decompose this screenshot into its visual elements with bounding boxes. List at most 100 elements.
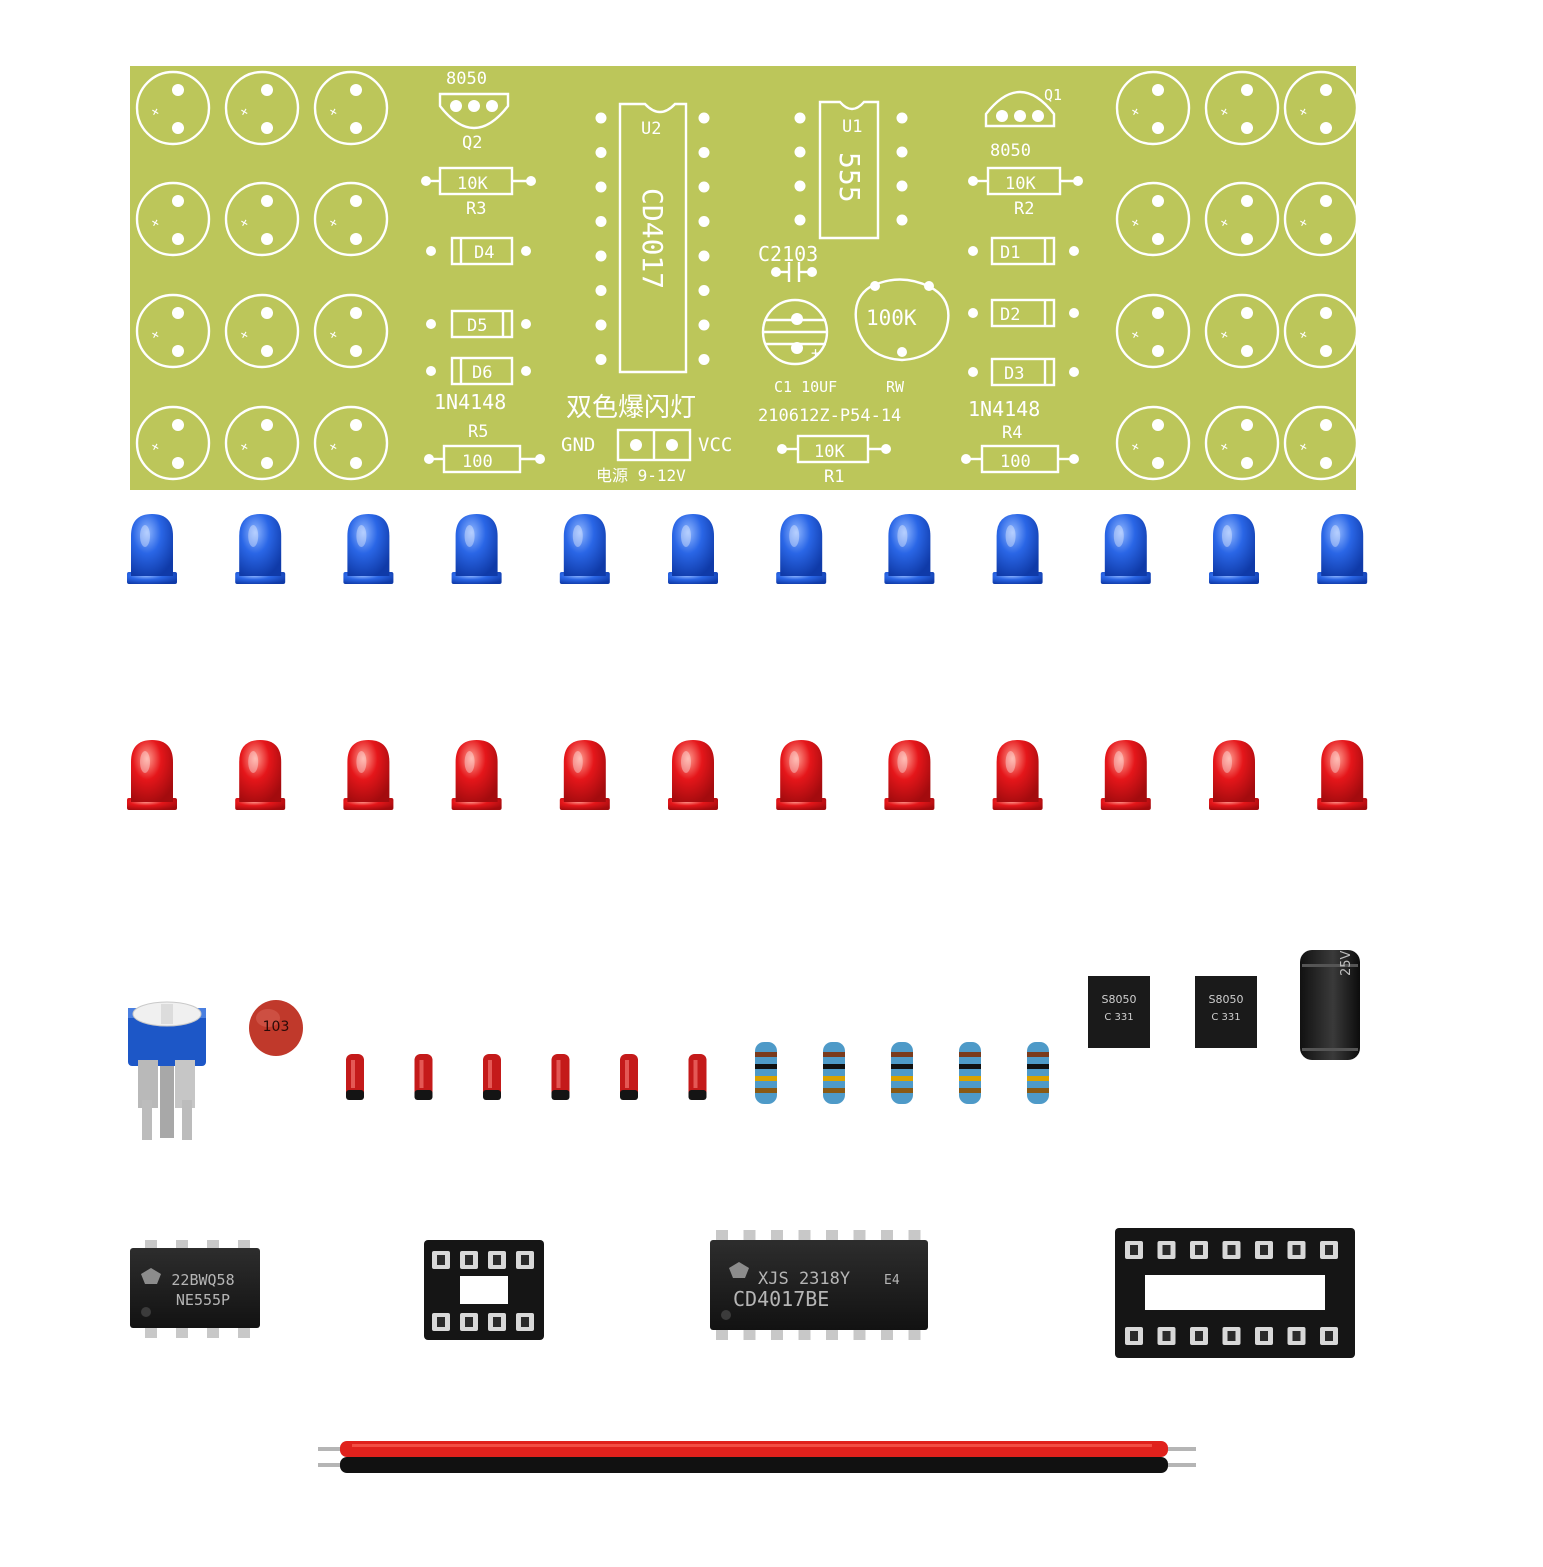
u1-chip-label: 555	[833, 152, 866, 203]
d1-footprint: D1	[968, 236, 1079, 266]
d2-footprint: D2	[968, 298, 1079, 328]
resistor-icon	[891, 988, 913, 1162]
led-blue-icon	[884, 514, 935, 700]
led-blue-icon	[127, 514, 177, 700]
red-led-row	[127, 740, 1368, 926]
resistor-row	[755, 988, 1049, 1162]
r5-footprint: R5 100	[424, 422, 545, 474]
u2-pin-hole	[698, 112, 710, 124]
d6-label: D6	[472, 363, 492, 383]
diode-icon	[551, 988, 570, 1162]
u2-pin-hole	[595, 354, 607, 365]
u1-label: U1	[842, 117, 862, 137]
transistor-2-top: S8050	[1209, 993, 1244, 1006]
led-blue-icon	[1317, 514, 1368, 700]
svg-text:+: +	[811, 344, 820, 362]
electrolytic-voltage: 25V	[1339, 950, 1354, 976]
r3-label: R3	[466, 199, 486, 219]
r1-footprint: 10K R1	[777, 434, 891, 487]
u2-footprint: U2 CD4017	[595, 102, 710, 374]
ne555-chip-icon: 22BWQ58 NE555P	[130, 1240, 260, 1338]
d3-label: D3	[1004, 364, 1024, 384]
u1-footprint: U1 555	[794, 100, 908, 240]
d4-label: D4	[474, 243, 494, 263]
led-red-icon	[451, 740, 502, 926]
r4-label: R4	[1002, 423, 1022, 443]
transistor-1-top: S8050	[1102, 993, 1137, 1006]
ceramic-capacitor-icon: 103	[249, 1000, 303, 1148]
vcc-label: VCC	[698, 434, 732, 456]
u2-pin-hole	[595, 285, 607, 296]
diode-icon	[620, 988, 638, 1162]
r2-label: R2	[1014, 199, 1034, 219]
transistor-icon-2: S8050 C 331	[1195, 976, 1257, 1176]
diode-type-right: 1N4148	[968, 397, 1040, 421]
led-pad: +	[1204, 70, 1280, 146]
led-red-icon	[235, 740, 286, 926]
u2-pin-hole	[595, 216, 607, 227]
u2-pin-hole	[595, 112, 607, 124]
led-red-icon	[1100, 740, 1151, 926]
diode-icon	[414, 988, 433, 1162]
u2-pin-hole	[698, 285, 710, 296]
led-red-icon	[1317, 740, 1368, 926]
cd4017-chip-icon: XJS 2318Y E4 CD4017BE	[710, 1230, 928, 1340]
power-wire-icon	[318, 1441, 1196, 1473]
r3-footprint: 10K R3	[421, 166, 536, 219]
u2-pin-hole	[698, 354, 710, 365]
led-pad: +	[313, 181, 389, 257]
r4-footprint: R4 100	[961, 423, 1079, 474]
led-red-icon	[668, 740, 718, 926]
u1-pin-hole	[896, 180, 908, 192]
r5-value: 100	[462, 452, 493, 472]
q2-top-label: 8050	[446, 69, 487, 89]
board-title: 双色爆闪灯	[566, 393, 696, 423]
rw-footprint: 100K RW	[854, 278, 950, 396]
u1-pin-hole	[896, 112, 908, 124]
d5-label: D5	[467, 316, 487, 336]
cd4017-line2: CD4017BE	[733, 1287, 829, 1311]
u1-pin-hole	[896, 146, 908, 158]
resistor-icon	[823, 988, 845, 1162]
trimmer-pot-icon	[128, 1001, 206, 1140]
q2-footprint: 8050 Q2	[438, 69, 510, 153]
r5-label: R5	[468, 422, 488, 442]
power-terminal: GND VCC 电源 9-12V	[561, 428, 732, 485]
power-label: 电源 9-12V	[596, 466, 686, 485]
led-red-icon	[992, 740, 1043, 926]
d6-footprint: D6	[426, 356, 531, 386]
led-red-icon	[559, 740, 610, 926]
q1-bottom-label: 8050	[990, 141, 1031, 161]
u1-pin-hole	[794, 214, 806, 226]
u2-pin-hole	[698, 250, 710, 262]
diode-icon	[346, 988, 364, 1162]
u2-label: U2	[641, 119, 661, 139]
cd4017-suffix: E4	[884, 1273, 900, 1288]
resistor-icon	[1027, 988, 1049, 1162]
u2-pin-hole	[698, 216, 710, 227]
led-blue-icon	[992, 514, 1043, 700]
diode-icon	[688, 988, 707, 1162]
u2-pin-hole	[698, 181, 710, 193]
resistor-icon	[959, 988, 981, 1162]
u1-pin-hole	[794, 112, 806, 124]
blue-led-row	[127, 514, 1368, 700]
resistor-icon	[755, 988, 777, 1162]
transistor-icon-1: S8050 C 331	[1088, 976, 1150, 1176]
led-blue-icon	[451, 514, 502, 700]
ne555-line1: 22BWQ58	[171, 1271, 234, 1289]
u2-pin-hole	[698, 147, 710, 158]
led-blue-icon	[1209, 514, 1259, 700]
diode-row	[346, 988, 707, 1162]
d2-label: D2	[1000, 305, 1020, 325]
r1-label: R1	[824, 467, 844, 487]
r2-value: 10K	[1005, 174, 1036, 194]
u2-pin-hole	[698, 319, 710, 331]
ne555-line2: NE555P	[176, 1291, 230, 1309]
d1-label: D1	[1000, 243, 1020, 263]
electrolytic-capacitor-icon: 25V	[1300, 950, 1360, 1202]
u1-pin-hole	[794, 180, 806, 192]
pcb-board: ++++++++++++++++++++++++ 8050 Q2 10K R3 …	[130, 66, 1359, 490]
u1-pin-hole	[794, 146, 806, 158]
board-id: 210612Z-P54-14	[758, 406, 901, 426]
